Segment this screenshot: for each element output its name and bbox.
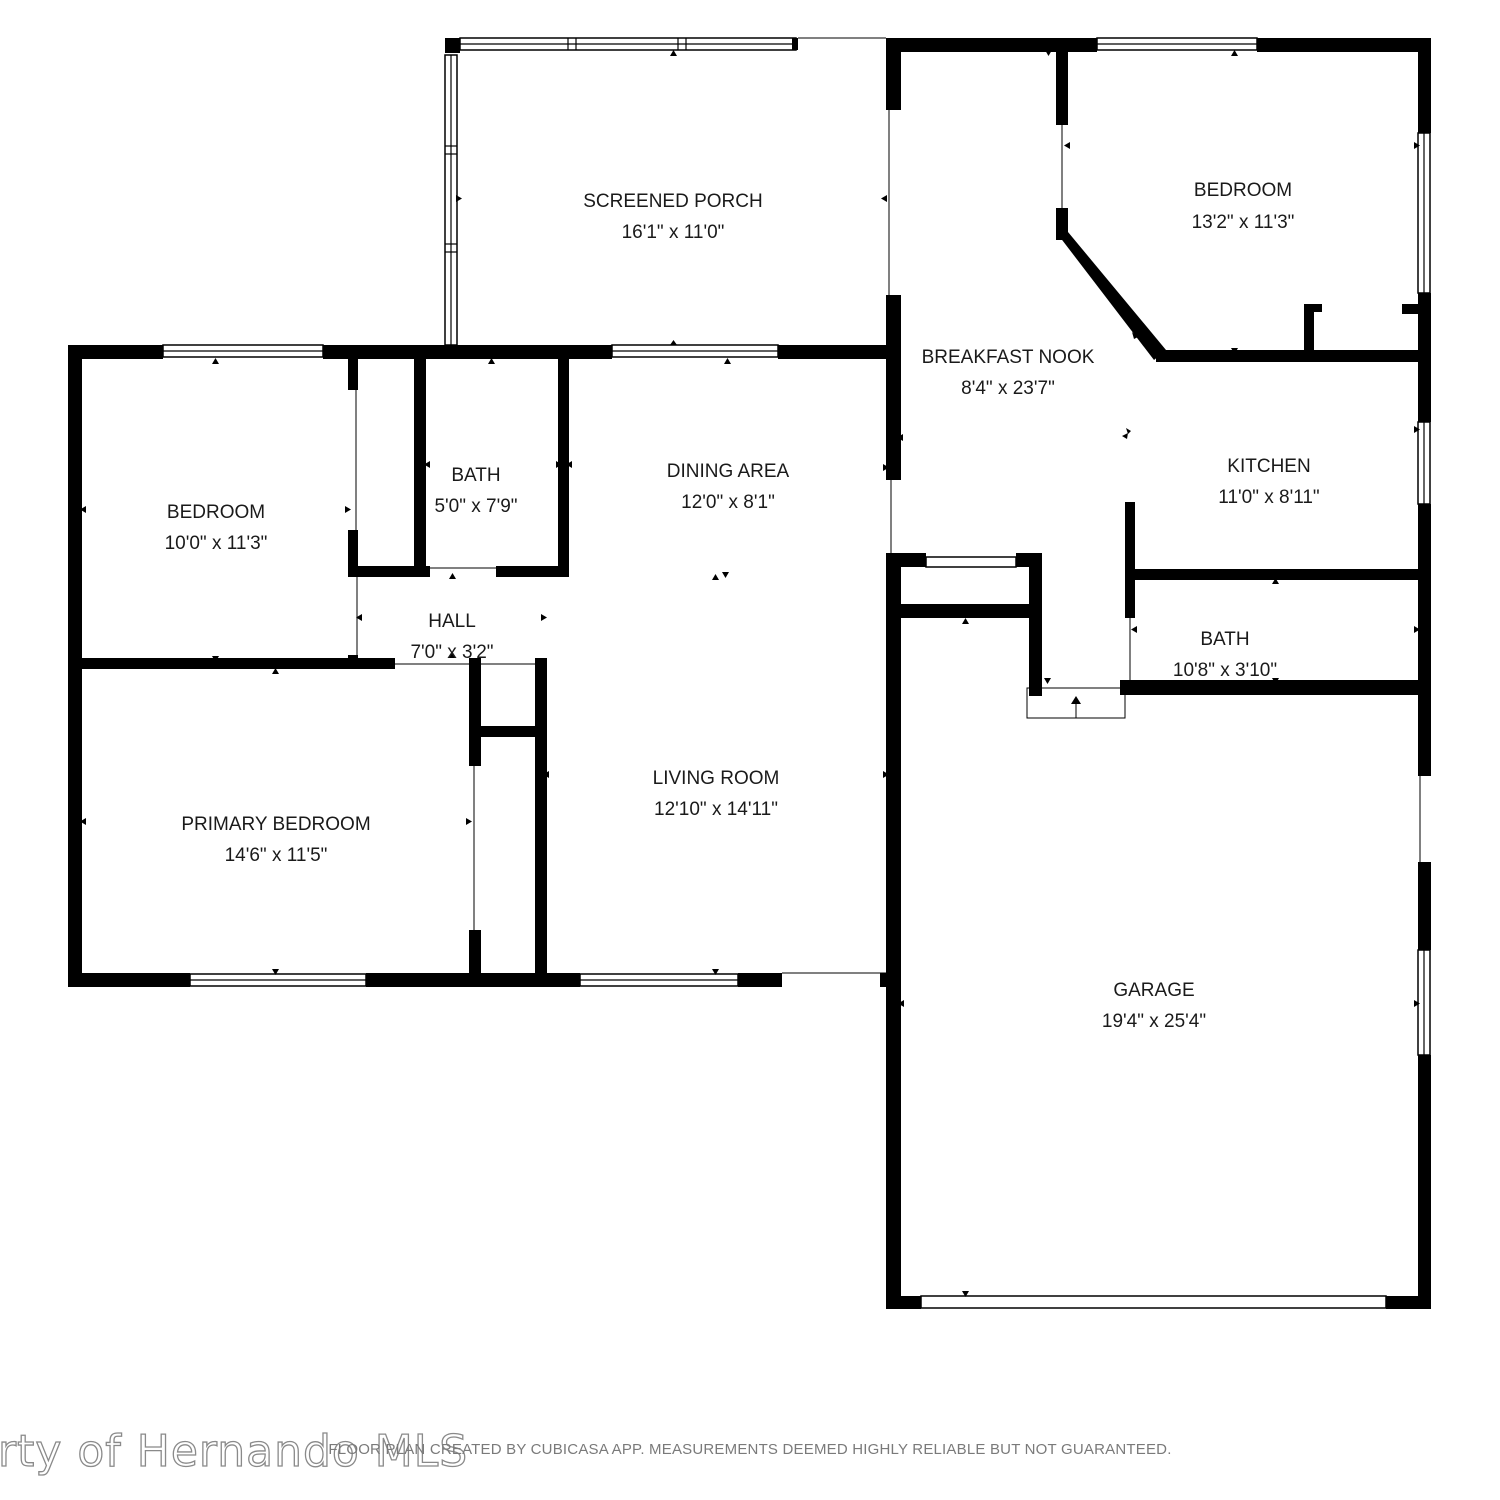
room-bedroom-northeast: BEDROOM 13'2" x 11'3" bbox=[1192, 180, 1295, 233]
room-name: HALL bbox=[428, 611, 476, 632]
room-dimensions: 19'4" x 25'4" bbox=[1102, 1011, 1206, 1032]
room-kitchen: KITCHEN 11'0" x 8'11" bbox=[1218, 456, 1319, 508]
disclaimer-text: FLOOR PLAN CREATED BY CUBICASA APP. MEAS… bbox=[328, 1441, 1171, 1458]
room-name: DINING AREA bbox=[667, 461, 790, 482]
room-dimensions: 5'0" x 7'9" bbox=[434, 496, 517, 517]
walls bbox=[68, 38, 1431, 1309]
room-dimensions: 16'1" x 11'0" bbox=[622, 222, 725, 243]
room-name: PRIMARY BEDROOM bbox=[181, 814, 370, 835]
room-dining-area: DINING AREA 12'0" x 8'1" bbox=[667, 461, 790, 513]
room-dimensions: 8'4" x 23'7" bbox=[961, 378, 1055, 399]
room-name: BEDROOM bbox=[1194, 180, 1292, 201]
windows bbox=[162, 37, 1431, 1309]
room-bath-east: BATH 10'8" x 3'10" bbox=[1173, 629, 1277, 681]
room-primary-bedroom: PRIMARY BEDROOM 14'6" x 11'5" bbox=[181, 814, 370, 866]
room-name: BATH bbox=[1200, 629, 1249, 650]
room-living-room: LIVING ROOM 12'10" x 14'11" bbox=[653, 768, 780, 820]
room-screened-porch: SCREENED PORCH 16'1" x 11'0" bbox=[583, 191, 762, 243]
room-name: LIVING ROOM bbox=[653, 768, 780, 789]
room-bedroom-west: BEDROOM 10'0" x 11'3" bbox=[165, 502, 268, 554]
door-markers bbox=[80, 50, 1420, 1297]
room-dimensions: 7'0" x 3'2" bbox=[410, 642, 493, 663]
room-breakfast-nook: BREAKFAST NOOK 8'4" x 23'7" bbox=[922, 347, 1095, 399]
room-dimensions: 10'0" x 11'3" bbox=[165, 533, 268, 554]
room-name: KITCHEN bbox=[1227, 456, 1310, 477]
room-name: SCREENED PORCH bbox=[583, 191, 762, 212]
room-dimensions: 14'6" x 11'5" bbox=[225, 845, 328, 866]
room-dimensions: 13'2" x 11'3" bbox=[1192, 212, 1295, 233]
room-hall: HALL 7'0" x 3'2" bbox=[410, 611, 493, 663]
room-garage: GARAGE 19'4" x 25'4" bbox=[1102, 980, 1206, 1032]
room-dimensions: 10'8" x 3'10" bbox=[1173, 660, 1277, 681]
room-name: BREAKFAST NOOK bbox=[922, 347, 1095, 368]
watermark-text: rty of Hernando MLS bbox=[0, 1426, 468, 1477]
room-dimensions: 12'10" x 14'11" bbox=[654, 799, 778, 820]
room-dimensions: 11'0" x 8'11" bbox=[1218, 487, 1319, 508]
room-name: BEDROOM bbox=[167, 502, 265, 523]
room-bath-center: BATH 5'0" x 7'9" bbox=[434, 465, 517, 517]
room-name: BATH bbox=[451, 465, 500, 486]
room-name: GARAGE bbox=[1113, 980, 1194, 1001]
room-dimensions: 12'0" x 8'1" bbox=[681, 492, 775, 513]
